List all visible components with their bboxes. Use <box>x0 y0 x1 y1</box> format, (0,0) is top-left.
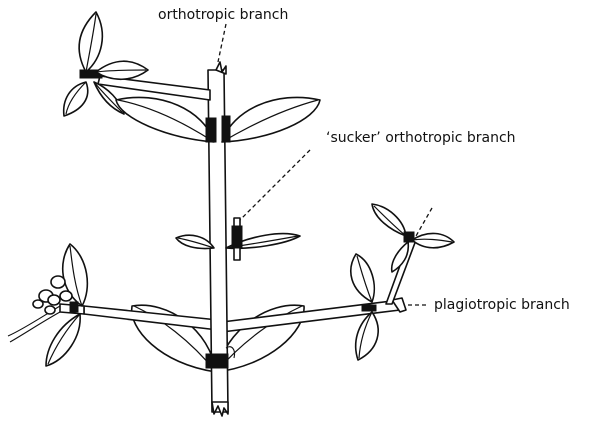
middle-node-sucker <box>176 218 300 260</box>
sucker-branch-label: ‘sucker’ orthotropic branch <box>326 131 516 145</box>
plagiotropic-branch-label: plagiotropic branch <box>434 298 570 312</box>
leader-orthotropic <box>218 24 226 62</box>
orthotropic-branch-label: orthotropic branch <box>158 8 288 22</box>
leader-sucker <box>240 150 310 220</box>
leader-secondary-shoot <box>416 208 432 236</box>
